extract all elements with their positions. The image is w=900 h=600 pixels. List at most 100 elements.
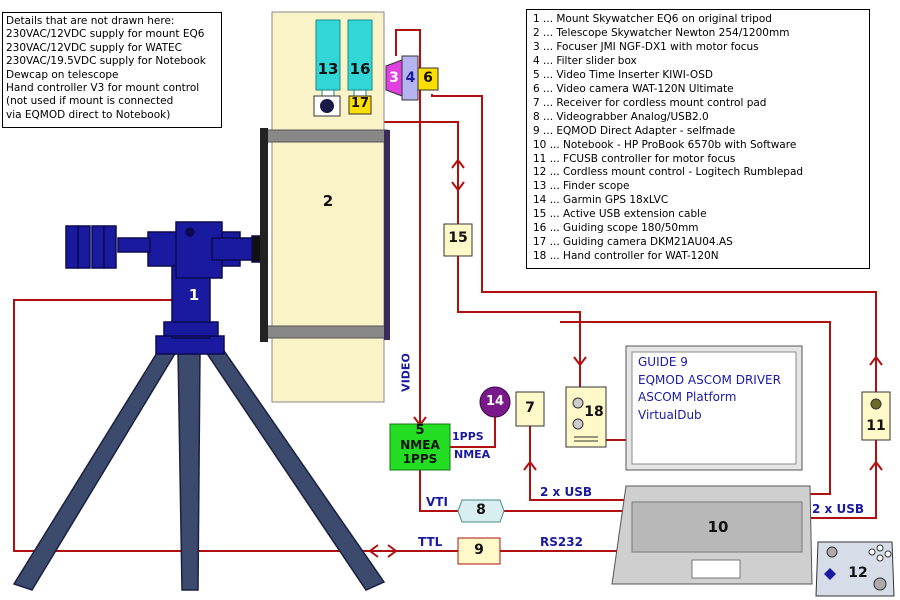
guide-tube (347, 19, 373, 91)
legend-item: 15 ... Active USB extension cable (533, 208, 707, 221)
finder-lens-cap (320, 99, 334, 113)
fcusb-led (870, 398, 882, 410)
label-4: 4 (405, 70, 416, 86)
label-1: 1 (188, 286, 200, 304)
cable-gps-to-vti (450, 415, 496, 448)
label-ttl: TTL (418, 535, 443, 549)
telescope-ring-bottom (263, 325, 389, 339)
notebook (611, 345, 813, 585)
arrow-18-down (573, 356, 587, 367)
mount-base-plate (163, 321, 219, 337)
notebook-touchpad (691, 559, 741, 579)
rumblepad-stick-right (873, 577, 887, 591)
legend-box: 1 ... Mount Skywatcher EQ6 on original t… (526, 9, 870, 269)
label-13: 13 (317, 60, 339, 78)
arrow-15-down (451, 181, 465, 192)
note-line: via EQMOD direct to Notebook) (6, 108, 171, 121)
cable-vti-to-grabber (419, 470, 460, 512)
legend-item: 10 ... Notebook - HP ProBook 6570b with … (533, 138, 797, 151)
note-line: 230VAC/12VDC supply for WATEC (6, 41, 182, 54)
rumblepad-stick-left (826, 546, 838, 558)
label-video: VIDEO (399, 353, 413, 392)
legend-item: 7 ... Receiver for cordless mount contro… (533, 96, 767, 109)
legend-item: 5 ... Video Time Inserter KIWI-OSD (533, 68, 713, 81)
videograbber (457, 499, 505, 523)
video-camera (417, 67, 439, 91)
label-18: 18 (584, 404, 604, 420)
vti-box-nmea: NMEA (400, 438, 440, 452)
mount-knob (185, 227, 195, 237)
label-3: 3 (389, 70, 399, 86)
legend-item: 17 ... Guiding camera DKM21AU04.AS (533, 236, 733, 249)
label-17: 17 (350, 96, 370, 111)
mount-counterweight-1 (91, 225, 105, 269)
label-16: 16 (349, 60, 371, 78)
mount-counterweight-4 (77, 225, 91, 269)
rumblepad-btn-4 (884, 550, 892, 558)
mount-eq6 (65, 221, 267, 339)
label-11: 11 (866, 418, 886, 434)
legend-item: 8 ... Videograbber Analog/USB2.0 (533, 110, 709, 123)
label-1pps: 1PPS (452, 430, 484, 443)
mount-counterweight-2 (103, 225, 117, 269)
mount-counterweight-shaft (117, 237, 151, 253)
telescope-dovetail (260, 128, 268, 342)
notes-box: Details that are not drawn here: 230VAC/… (2, 12, 222, 128)
label-vti: VTI (426, 495, 448, 509)
rumblepad-btn-3 (876, 544, 884, 552)
cable-camera-to-vti (395, 29, 421, 425)
notebook-screen-text: GUIDE 9 EQMOD ASCOM DRIVER ASCOM Platfor… (632, 354, 794, 464)
vti-box-1pps: 1PPS (402, 452, 438, 466)
legend-item: 16 ... Guiding scope 180/50mm (533, 222, 699, 235)
screen-line: ASCOM Platform (638, 390, 737, 404)
legend-item: 2 ... Telescope Skywatcher Newton 254/12… (533, 26, 790, 39)
label-14: 14 (485, 394, 505, 409)
guide-scope (347, 19, 373, 97)
label-9: 9 (474, 542, 484, 558)
arrow-11-down (869, 460, 883, 471)
vti-box (389, 423, 451, 471)
receiver-box (515, 391, 545, 427)
legend-item: 11 ... FCUSB controller for motor focus (533, 152, 736, 165)
arrow-15-up (451, 158, 465, 169)
label-5: 5 (415, 423, 425, 438)
cable-notebook-up (560, 321, 831, 495)
rumblepad-dpad (824, 568, 836, 580)
label-2x-usb-receiver: 2 x USB (540, 485, 592, 499)
label-nmea: NMEA (454, 448, 491, 461)
cables (13, 29, 877, 552)
cable-focuser-to-fcusb (431, 94, 877, 392)
mount-counterweight-3 (65, 225, 79, 269)
usb-extension-box (443, 223, 473, 257)
label-15: 15 (448, 230, 468, 246)
finder-eyepiece (321, 89, 335, 97)
legend-item: 9 ... EQMOD Direct Adapter - selfmade (533, 124, 736, 137)
legend-item: 4 ... Filter slider box (533, 54, 637, 67)
rumblepad (815, 541, 895, 597)
tripod (12, 335, 386, 591)
wat-controller-knob-1 (572, 397, 584, 409)
label-12: 12 (848, 565, 868, 581)
note-line: 230VAC/19.5VDC supply for Notebook (6, 55, 206, 68)
legend-item: 13 ... Finder scope (533, 180, 630, 193)
tripod-leg-left (12, 347, 178, 591)
legend-item: 12 ... Cordless mount control - Logitech… (533, 166, 804, 179)
cable-usbext-to-wat-controller (457, 256, 581, 387)
notebook-screen (631, 351, 797, 465)
notebook-keyboard (631, 501, 803, 553)
arrow-ttl-right (387, 544, 398, 558)
legend-item: 6 ... Video camera WAT-120N Ultimate (533, 82, 734, 95)
label-7: 7 (525, 400, 535, 416)
note-line: Hand controller V3 for mount control (6, 82, 200, 95)
tripod-leg-center (177, 351, 201, 591)
note-line: 230VAC/12VDC supply for mount EQ6 (6, 28, 205, 41)
arrow-7-up (523, 460, 537, 471)
legend-item: 3 ... Focuser JMI NGF-DX1 with motor foc… (533, 40, 759, 53)
cable-fcusb-to-notebook (808, 440, 877, 519)
legend-item: 18 ... Hand controller for WAT-120N (533, 250, 719, 263)
cable-mount-to-eqmod (13, 299, 458, 552)
label-6: 6 (423, 70, 433, 86)
eqmod-adapter (457, 537, 501, 565)
arrow-ttl-left (368, 544, 379, 558)
finder-scope (313, 19, 341, 117)
